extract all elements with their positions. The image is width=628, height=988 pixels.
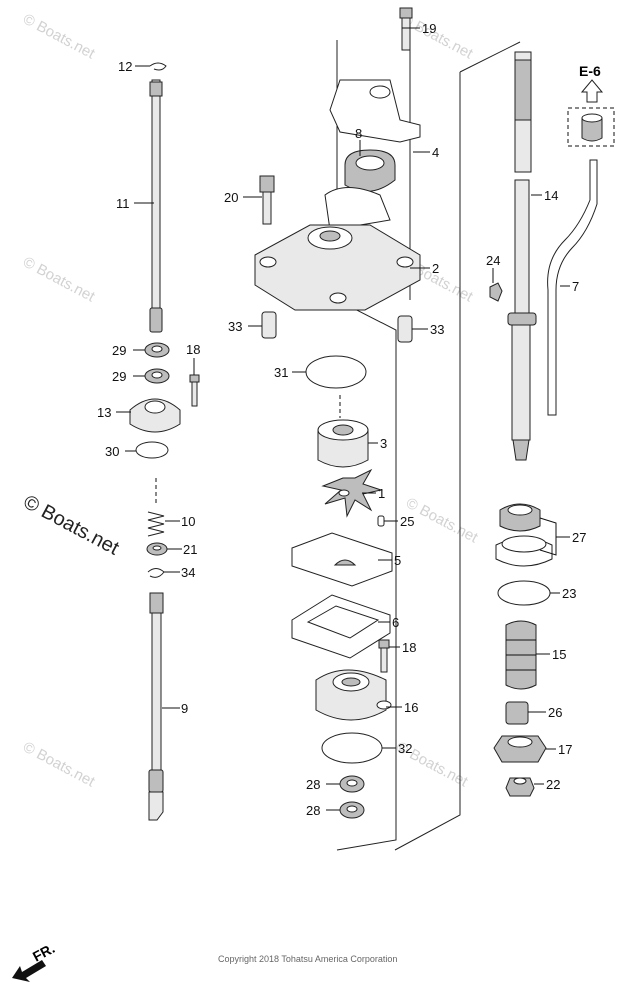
callout-8: 8 xyxy=(355,126,362,141)
callout-21: 22 xyxy=(546,777,560,792)
callout-18-second: 18 xyxy=(402,640,416,655)
callout-7: 7 xyxy=(572,279,579,294)
callout-22: 21 xyxy=(183,542,197,557)
callout-28: 28 xyxy=(306,777,320,792)
copyright-text: Copyright 2018 Tohatsu America Corporati… xyxy=(218,954,397,964)
front-indicator: FR. xyxy=(12,940,57,982)
callout-28-second: 28 xyxy=(306,803,320,818)
drive-shaft-assembly xyxy=(489,51,615,797)
callout-29-second: 29 xyxy=(112,369,126,384)
callout-6: 6 xyxy=(392,615,399,630)
callout-4: 4 xyxy=(432,145,439,160)
callout-19: 19 xyxy=(422,21,436,36)
callout-25: 25 xyxy=(400,514,414,529)
front-arrow-icon xyxy=(12,960,46,982)
reference-label: E-6 xyxy=(579,63,601,79)
callout-10: 10 xyxy=(181,514,195,529)
callout-17: 17 xyxy=(558,742,572,757)
callout-30: 30 xyxy=(105,444,119,459)
callout-24: 24 xyxy=(486,253,500,268)
callout-32: 32 xyxy=(398,741,412,756)
watermark-center-left: © Boats.net xyxy=(20,491,123,560)
water-pump-assembly xyxy=(254,7,421,819)
callout-11: 11 xyxy=(116,196,130,211)
callout-34: 34 xyxy=(181,565,195,580)
callout-23: 23 xyxy=(562,586,576,601)
callout-15: 15 xyxy=(552,647,566,662)
callout-3: 3 xyxy=(380,436,387,451)
front-label: FR. xyxy=(30,940,57,965)
callout-31: 31 xyxy=(274,365,288,380)
callout-1: 1 xyxy=(378,486,385,501)
callout-29: 29 xyxy=(112,343,126,358)
callout-13: 13 xyxy=(97,405,111,420)
callout-20: 20 xyxy=(224,190,238,205)
callout-14: 14 xyxy=(544,188,558,203)
watermark-center-right: © Boats.net xyxy=(403,495,481,547)
leader-lines xyxy=(116,27,570,811)
callout-33: 33 xyxy=(228,319,242,334)
callout-9: 9 xyxy=(181,701,188,716)
callout-2: 2 xyxy=(432,261,439,276)
callout-12: 12 xyxy=(118,59,132,74)
watermark-mid-left: © Boats.net xyxy=(20,254,98,306)
callout-labels: 12 11 29 29 18 13 30 10 21 34 9 19 4 8 2… xyxy=(97,21,601,818)
watermark-bottom-left: © Boats.net xyxy=(20,739,98,791)
watermark-top-left: © Boats.net xyxy=(20,11,98,63)
callout-5: 5 xyxy=(394,553,401,568)
callout-18: 18 xyxy=(186,342,200,357)
callout-26: 26 xyxy=(548,705,562,720)
shift-rod-assembly xyxy=(129,62,200,821)
callout-33-second: 33 xyxy=(430,322,444,337)
callout-27: 27 xyxy=(572,530,586,545)
callout-16: 16 xyxy=(404,700,418,715)
